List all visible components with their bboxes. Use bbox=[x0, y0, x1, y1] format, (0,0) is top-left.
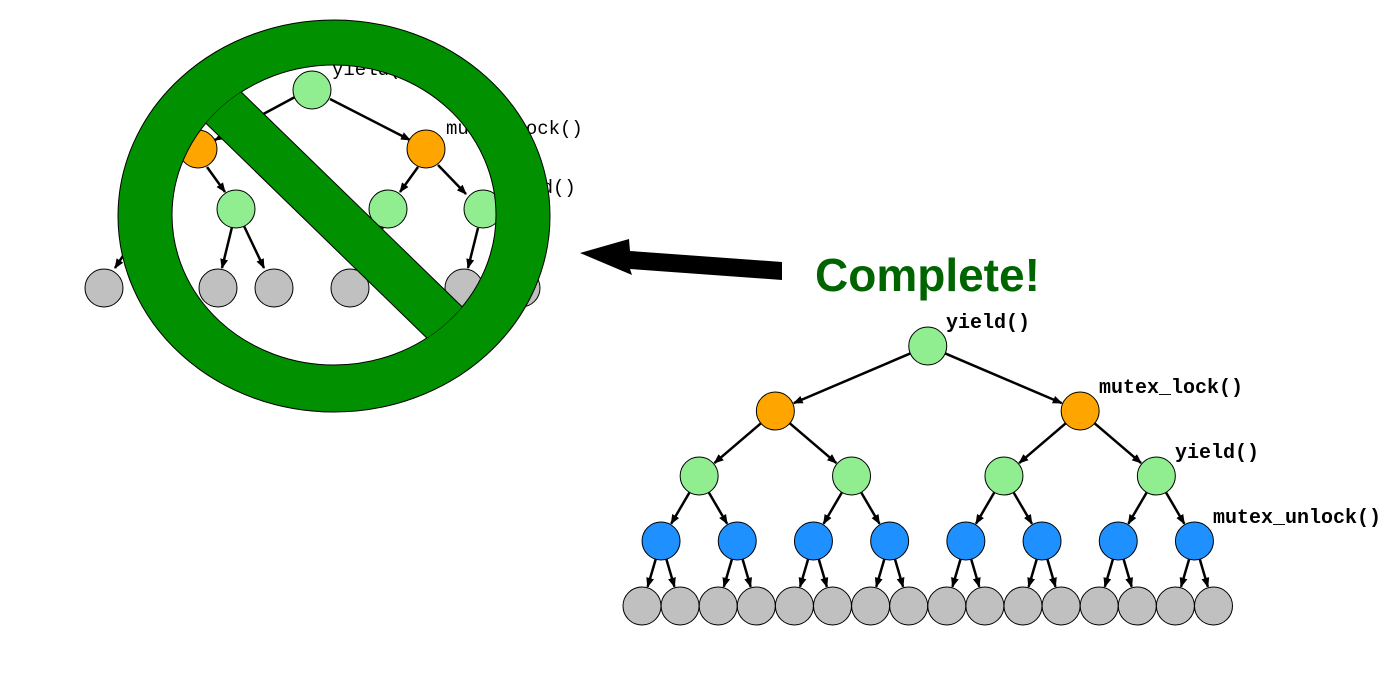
tree-edge-arrow bbox=[788, 422, 838, 464]
tree-edge-arrow bbox=[1103, 558, 1115, 588]
tree-edge-arrow bbox=[670, 491, 691, 525]
tree-node-leaf bbox=[1117, 586, 1157, 626]
tree-edge-arrow bbox=[1046, 558, 1057, 588]
tree-node-leaf bbox=[1155, 586, 1195, 626]
tree-edge-arrow bbox=[860, 491, 881, 525]
right-label-mutex-lock: mutex_lock() bbox=[1099, 377, 1243, 400]
left-lock-node bbox=[406, 129, 446, 169]
tree-edge-arrow bbox=[1027, 558, 1038, 588]
tree-edge-arrow bbox=[665, 558, 676, 588]
tree-node-mutex-unlock bbox=[1174, 521, 1214, 561]
complete-headline: Complete! bbox=[815, 249, 1040, 301]
tree-edge-arrow bbox=[1198, 558, 1210, 588]
tree-edge-arrow bbox=[798, 558, 810, 588]
tree-node-leaf bbox=[965, 586, 1005, 626]
tree-node-mutex-unlock bbox=[641, 521, 681, 561]
tree-edge-arrow bbox=[974, 491, 996, 525]
tree-edge-arrow bbox=[646, 558, 657, 588]
tree-edge-arrow bbox=[1164, 491, 1186, 525]
tree-node-mutex-unlock bbox=[870, 521, 910, 561]
tree-node-leaf bbox=[1041, 586, 1081, 626]
left-root-node bbox=[292, 70, 332, 110]
tree-edge-arrow bbox=[707, 491, 729, 525]
complete-tree-edges bbox=[646, 352, 1210, 588]
tree-edge-arrow bbox=[1093, 422, 1142, 464]
left-yield-node bbox=[216, 189, 256, 229]
tree-edge-arrow bbox=[874, 558, 886, 588]
left-leaf-node bbox=[330, 268, 370, 308]
right-label-yield: yield() bbox=[946, 312, 1030, 335]
tree-node-mutex-unlock bbox=[793, 521, 833, 561]
tree-node-mutex-unlock bbox=[946, 521, 986, 561]
tree-node-mutex-unlock bbox=[1022, 521, 1062, 561]
tree-edge-arrow bbox=[969, 558, 981, 588]
tree-node-leaf bbox=[698, 586, 738, 626]
tree-node-mutex-lock bbox=[1060, 391, 1100, 431]
tree-node-leaf bbox=[851, 586, 891, 626]
tree-edge-arrow bbox=[1122, 558, 1133, 588]
tree-edge-arrow bbox=[1179, 558, 1191, 588]
tree-node-leaf bbox=[622, 586, 662, 626]
complete-tree-nodes bbox=[622, 326, 1233, 626]
tree-edge-arrow bbox=[741, 558, 752, 588]
tree-node-leaf bbox=[1003, 586, 1043, 626]
tree-node-leaf bbox=[813, 586, 852, 626]
tree-edge-arrow bbox=[722, 558, 734, 588]
left-yield-node bbox=[368, 189, 408, 229]
tree-node-yield bbox=[1136, 456, 1176, 496]
tree-edge-arrow bbox=[792, 352, 911, 405]
tree-edge-arrow bbox=[951, 558, 962, 588]
tree-node-leaf bbox=[889, 586, 929, 626]
tree-node-leaf bbox=[660, 586, 700, 626]
tree-edge-arrow bbox=[1127, 491, 1148, 525]
left-leaf-node bbox=[198, 268, 238, 308]
tree-node-leaf bbox=[1079, 586, 1119, 626]
tree-edge-arrow bbox=[1018, 422, 1067, 464]
tree-node-yield bbox=[832, 456, 872, 496]
tree-node-mutex-unlock bbox=[1098, 521, 1138, 561]
prohibition-icon bbox=[117, 19, 551, 413]
tree-edge-arrow bbox=[1012, 491, 1034, 525]
tree-node-mutex-unlock bbox=[717, 521, 757, 561]
tree-node-leaf bbox=[927, 586, 967, 626]
tree-edge-arrow bbox=[817, 558, 829, 588]
tree-edge-arrow bbox=[713, 422, 762, 464]
right-label-mutex-unlock: mutex_unlock() bbox=[1213, 507, 1381, 530]
tree-edge-arrow bbox=[893, 558, 905, 588]
tree-node-leaf bbox=[1194, 586, 1233, 626]
tree-node-leaf bbox=[774, 586, 814, 626]
left-leaf-node bbox=[254, 268, 294, 308]
tree-node-yield bbox=[908, 326, 948, 366]
tree-edge-arrow bbox=[822, 491, 844, 525]
tree-node-mutex-lock bbox=[755, 391, 795, 431]
tree-edge-arrow bbox=[944, 352, 1063, 405]
right-label-yield-2: yield() bbox=[1175, 442, 1259, 465]
tree-node-leaf bbox=[736, 586, 776, 626]
big-arrow-icon bbox=[580, 239, 782, 280]
tree-node-yield bbox=[679, 456, 719, 496]
left-leaf-node bbox=[84, 268, 124, 308]
tree-node-yield bbox=[984, 456, 1024, 496]
